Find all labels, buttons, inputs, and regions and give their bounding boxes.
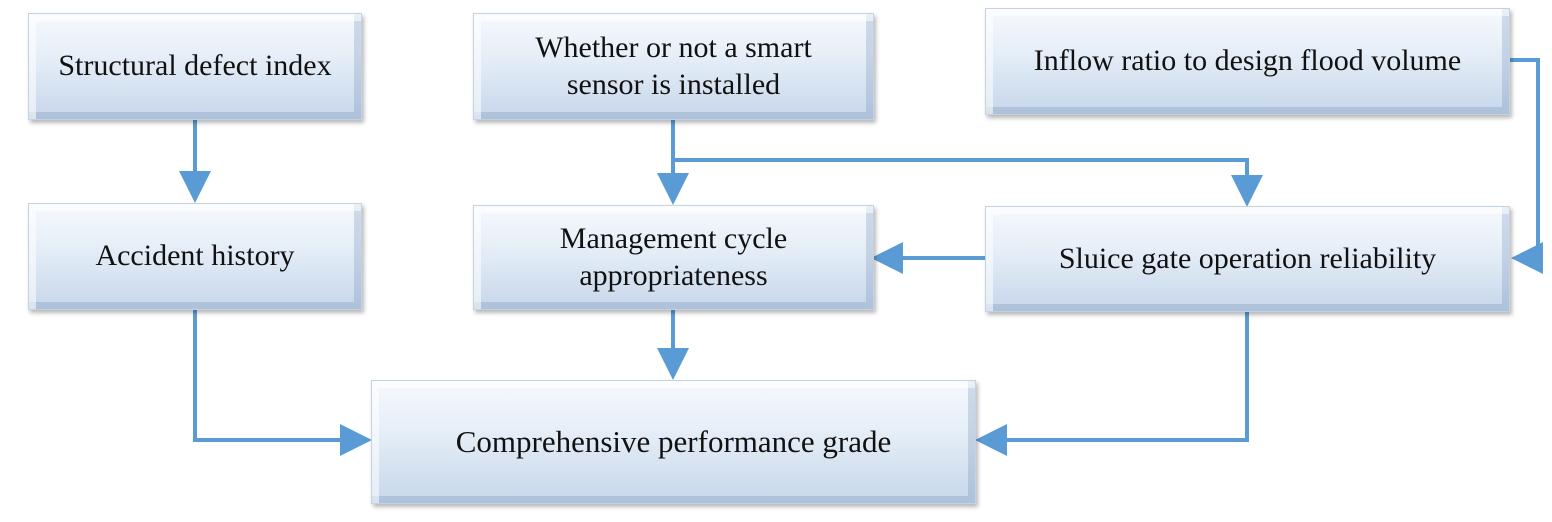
arrow-sluice-to-comprehensive xyxy=(975,312,1249,456)
node-structural-defect-index-label: Structural defect index xyxy=(58,49,332,83)
node-management-cycle: Management cycle appropriateness xyxy=(473,205,874,310)
node-sluice-gate-label: Sluice gate operation reliability xyxy=(1058,241,1437,275)
node-comprehensive-label: Comprehensive performance grade xyxy=(455,424,892,460)
node-structural-defect-index: Structural defect index xyxy=(28,13,362,120)
node-comprehensive-performance-grade: Comprehensive performance grade xyxy=(371,380,976,504)
node-inflow-ratio: Inflow ratio to design flood volume xyxy=(985,8,1510,115)
node-inflow-ratio-label: Inflow ratio to design flood volume xyxy=(1033,44,1462,78)
node-smart-sensor-label-line2: sensor is installed xyxy=(566,67,781,101)
node-accident-history-label: Accident history xyxy=(95,239,295,273)
arrow-accident-to-comprehensive xyxy=(193,310,372,456)
arrow-inflow-to-sluice xyxy=(1510,58,1543,274)
arrow-sensor-to-sluice xyxy=(673,158,1263,207)
node-sluice-gate-reliability: Sluice gate operation reliability xyxy=(985,206,1510,312)
node-management-label-line1: Management cycle xyxy=(559,221,788,255)
node-smart-sensor-installed: Whether or not a smart sensor is install… xyxy=(473,13,874,120)
node-management-label-line2: appropriateness xyxy=(579,258,768,292)
node-smart-sensor-label-line1: Whether or not a smart xyxy=(535,30,812,64)
node-accident-history: Accident history xyxy=(28,203,362,310)
